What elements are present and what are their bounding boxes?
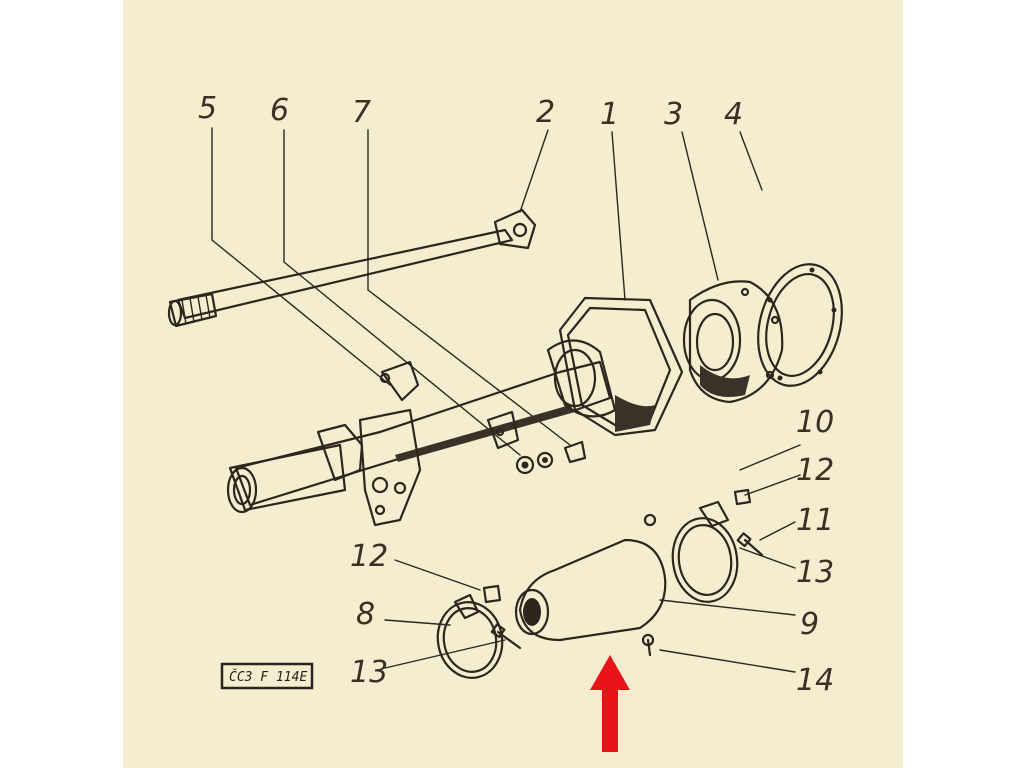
callout-10: 10	[796, 405, 834, 440]
callout-numbers: 5 6 7 2 1 3 4 10 12 11 13 9 14 12 8 13	[198, 91, 834, 698]
callout-13-right: 13	[796, 555, 834, 590]
clamp-rings	[436, 500, 739, 679]
callout-3: 3	[664, 97, 683, 132]
callout-11: 11	[796, 503, 834, 538]
paper-sheet	[123, 0, 903, 768]
callout-5: 5	[198, 91, 217, 126]
callout-2: 2	[536, 95, 555, 130]
callout-9: 9	[800, 607, 819, 642]
bell-housing	[682, 280, 784, 404]
small-parts	[515, 440, 587, 475]
gasket	[757, 263, 843, 387]
callout-4: 4	[724, 97, 743, 132]
callout-13-left: 13	[350, 655, 388, 690]
red-arrow-icon	[590, 655, 630, 752]
leader-lines	[211, 127, 801, 673]
callout-1: 1	[600, 97, 619, 132]
callout-12-right: 12	[796, 453, 834, 488]
rubber-boot	[514, 538, 667, 642]
callout-14: 14	[796, 663, 834, 698]
drive-shaft	[167, 208, 537, 328]
callout-6: 6	[270, 93, 289, 128]
axle-tube	[226, 360, 612, 527]
callout-12-left: 12	[350, 539, 388, 574]
hexagon-housing	[546, 296, 684, 437]
callout-8: 8	[356, 597, 375, 632]
stamp-text: ČC3 F 114E	[229, 669, 307, 685]
bolts	[482, 488, 764, 657]
reference-stamp: ČC3 F 114E	[220, 662, 314, 690]
callout-7: 7	[352, 95, 371, 130]
